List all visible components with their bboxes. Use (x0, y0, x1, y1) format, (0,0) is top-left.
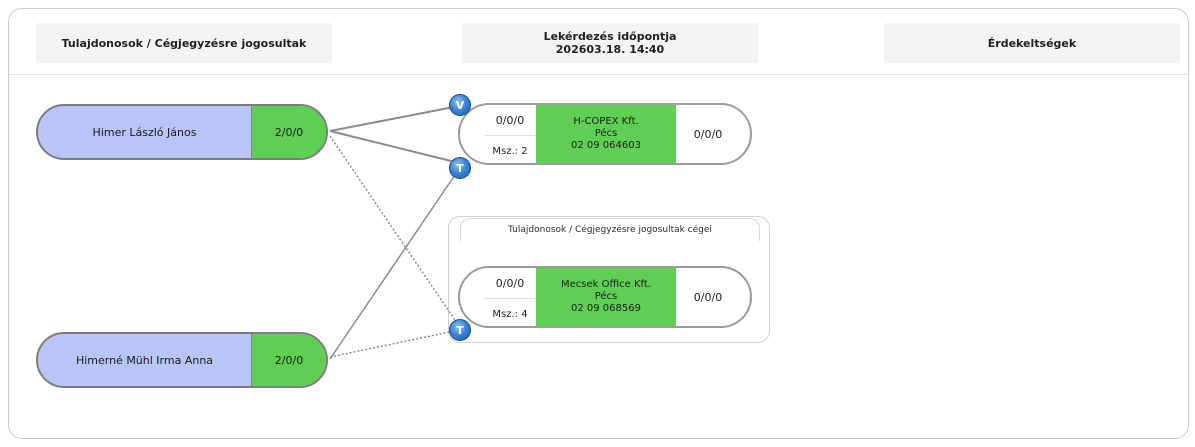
query-time-label: Lekérdezés időpontja (543, 30, 677, 43)
owners-header: Tulajdonosok / Cégjegyzésre jogosultak (36, 23, 332, 63)
link-person1-company1-v (329, 105, 460, 132)
company-node[interactable]: 0/0/0 Msz.: 2 H-COPEX Kft. Pécs 02 09 06… (458, 103, 752, 165)
company-msz: Msz.: 4 (484, 298, 536, 326)
company-right-count: 0/0/0 (693, 127, 723, 141)
role-badge-t[interactable]: T (449, 157, 471, 179)
header-divider (9, 74, 1188, 75)
person-name: Himerné Mühl Irma Anna (75, 353, 214, 367)
link-person2-company2-t (329, 329, 460, 358)
role-badge-v[interactable]: V (449, 94, 471, 116)
company-reg-number: 02 09 064603 (571, 140, 641, 151)
company-node[interactable]: 0/0/0 Msz.: 4 Mecsek Office Kft. Pécs 02… (458, 266, 752, 328)
company-right-count: 0/0/0 (693, 290, 723, 304)
person-count: 2/0/0 (251, 106, 326, 158)
person-node[interactable]: Himerné Mühl Irma Anna 2/0/0 (36, 332, 328, 388)
query-time-header: Lekérdezés időpontja 202603.18. 14:40 (462, 23, 758, 63)
owners-header-label: Tulajdonosok / Cégjegyzésre jogosultak (61, 36, 307, 50)
company-reg-number: 02 09 068569 (571, 303, 641, 314)
query-time-value: 202603.18. 14:40 (555, 43, 665, 56)
company-city: Pécs (594, 291, 618, 302)
interests-header: Érdekeltségek (884, 23, 1180, 63)
person-count: 2/0/0 (251, 334, 326, 386)
company-name: H-COPEX Kft. (573, 116, 639, 127)
link-person2-company1-t (329, 168, 460, 360)
owners-companies-group-label: Tulajdonosok / Cégjegyzésre jogosultak c… (460, 218, 760, 241)
company-city: Pécs (594, 128, 618, 139)
company-info: H-COPEX Kft. Pécs 02 09 064603 (536, 105, 676, 163)
interests-header-label: Érdekeltségek (987, 36, 1077, 50)
company-left-count: 0/0/0 (495, 113, 525, 127)
company-info: Mecsek Office Kft. Pécs 02 09 068569 (536, 268, 676, 326)
role-badge-t[interactable]: T (449, 319, 471, 341)
person-node[interactable]: Himer László János 2/0/0 (36, 104, 328, 160)
company-msz: Msz.: 2 (484, 135, 536, 163)
company-left-count: 0/0/0 (495, 276, 525, 290)
link-person1-company2-t (329, 135, 460, 327)
link-person1-company1-t (329, 130, 460, 164)
company-name: Mecsek Office Kft. (561, 279, 651, 290)
person-name: Himer László János (92, 125, 197, 139)
